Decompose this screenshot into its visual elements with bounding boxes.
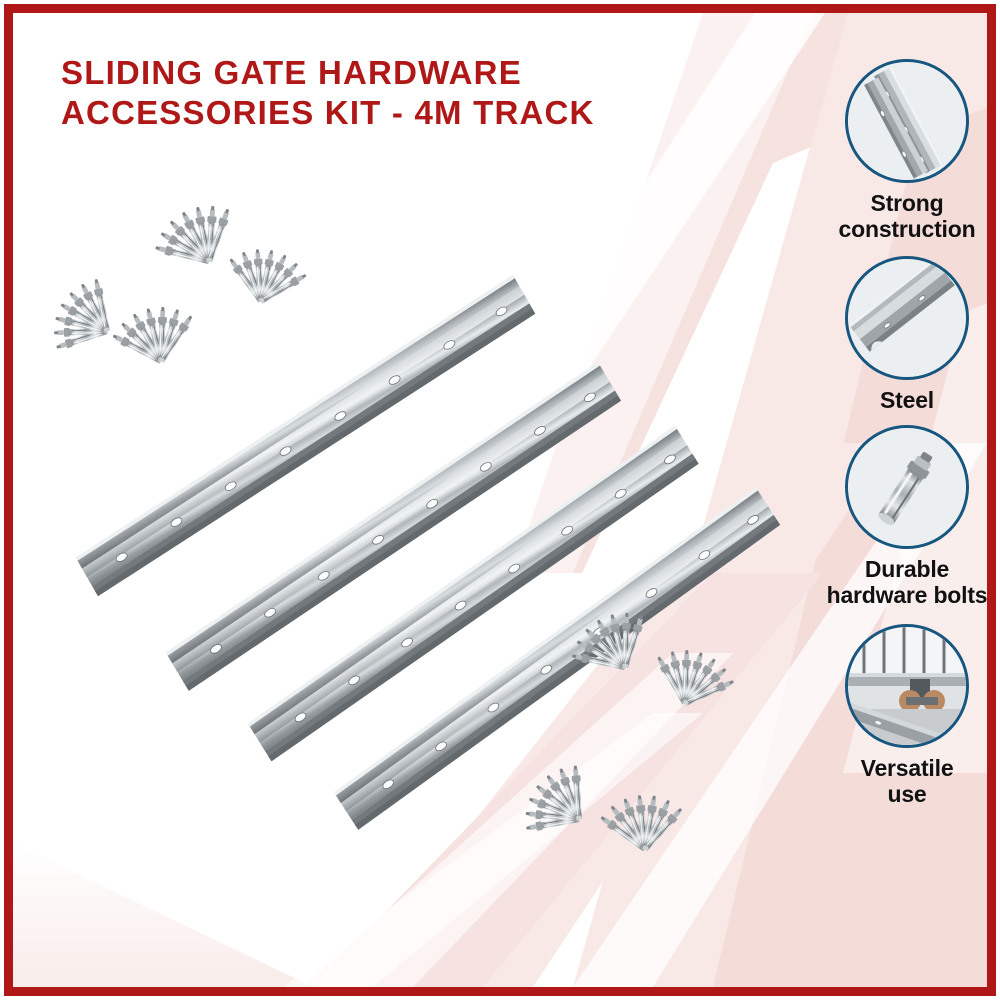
feature-label-line-2: use xyxy=(887,781,927,807)
anchor-bolt-icon xyxy=(845,425,969,549)
anchor-bolt-icon-art xyxy=(848,428,966,546)
bolt-cluster-bottom-3 xyxy=(511,752,608,854)
bolt-cluster-bottom-2 xyxy=(644,640,742,720)
title-line-1: SLIDING GATE HARDWARE xyxy=(61,54,522,91)
bolt-cluster-top-3 xyxy=(40,268,131,369)
track-rail-2 xyxy=(152,362,635,691)
feature-list: Strong construction xyxy=(814,59,987,817)
feature-label: Versatile use xyxy=(814,755,987,807)
feature-label-line-2: construction xyxy=(838,216,976,242)
gate-roller-icon-art xyxy=(848,627,966,745)
bolt-cluster-top-1 xyxy=(144,192,249,285)
feature-label-line-2: hardware bolts xyxy=(826,582,987,608)
title-line-2: ACCESSORIES KIT - 4M TRACK xyxy=(61,94,595,131)
feature-label: Strong construction xyxy=(814,190,987,242)
track-rail-1 xyxy=(62,274,549,597)
feature-label-line-1: Durable xyxy=(864,556,950,582)
feature-label: Durable hardware bolts xyxy=(814,556,987,608)
track-rail-3 xyxy=(233,425,713,762)
bolt-cluster-bottom-4 xyxy=(597,791,689,857)
v-track-profile-icon-art xyxy=(848,259,966,377)
feature-strong-construction: Strong construction xyxy=(814,59,987,242)
feature-steel: Steel xyxy=(814,256,987,413)
feature-label: Steel xyxy=(814,387,987,413)
product-artwork-svg xyxy=(13,13,795,987)
feature-label-line-1: Steel xyxy=(880,387,934,413)
product-photo-group xyxy=(13,13,987,987)
v-track-profile-icon xyxy=(845,256,969,380)
bolt-cluster-top-4 xyxy=(106,298,204,375)
bolt-cluster-top-2 xyxy=(220,242,312,313)
poster-canvas: SLIDING GATE HARDWARE ACCESSORIES KIT - … xyxy=(13,13,987,987)
feature-label-line-1: Strong xyxy=(870,190,944,216)
steel-track-icon xyxy=(845,59,969,183)
feature-versatile-use: Versatile use xyxy=(814,624,987,807)
page-title: SLIDING GATE HARDWARE ACCESSORIES KIT - … xyxy=(61,53,661,133)
steel-track-icon-art xyxy=(848,62,966,180)
feature-durable-bolts: Durable hardware bolts xyxy=(814,425,987,608)
gate-roller-icon xyxy=(845,624,969,748)
feature-label-line-1: Versatile xyxy=(860,755,954,781)
track-rail-4 xyxy=(319,487,795,830)
